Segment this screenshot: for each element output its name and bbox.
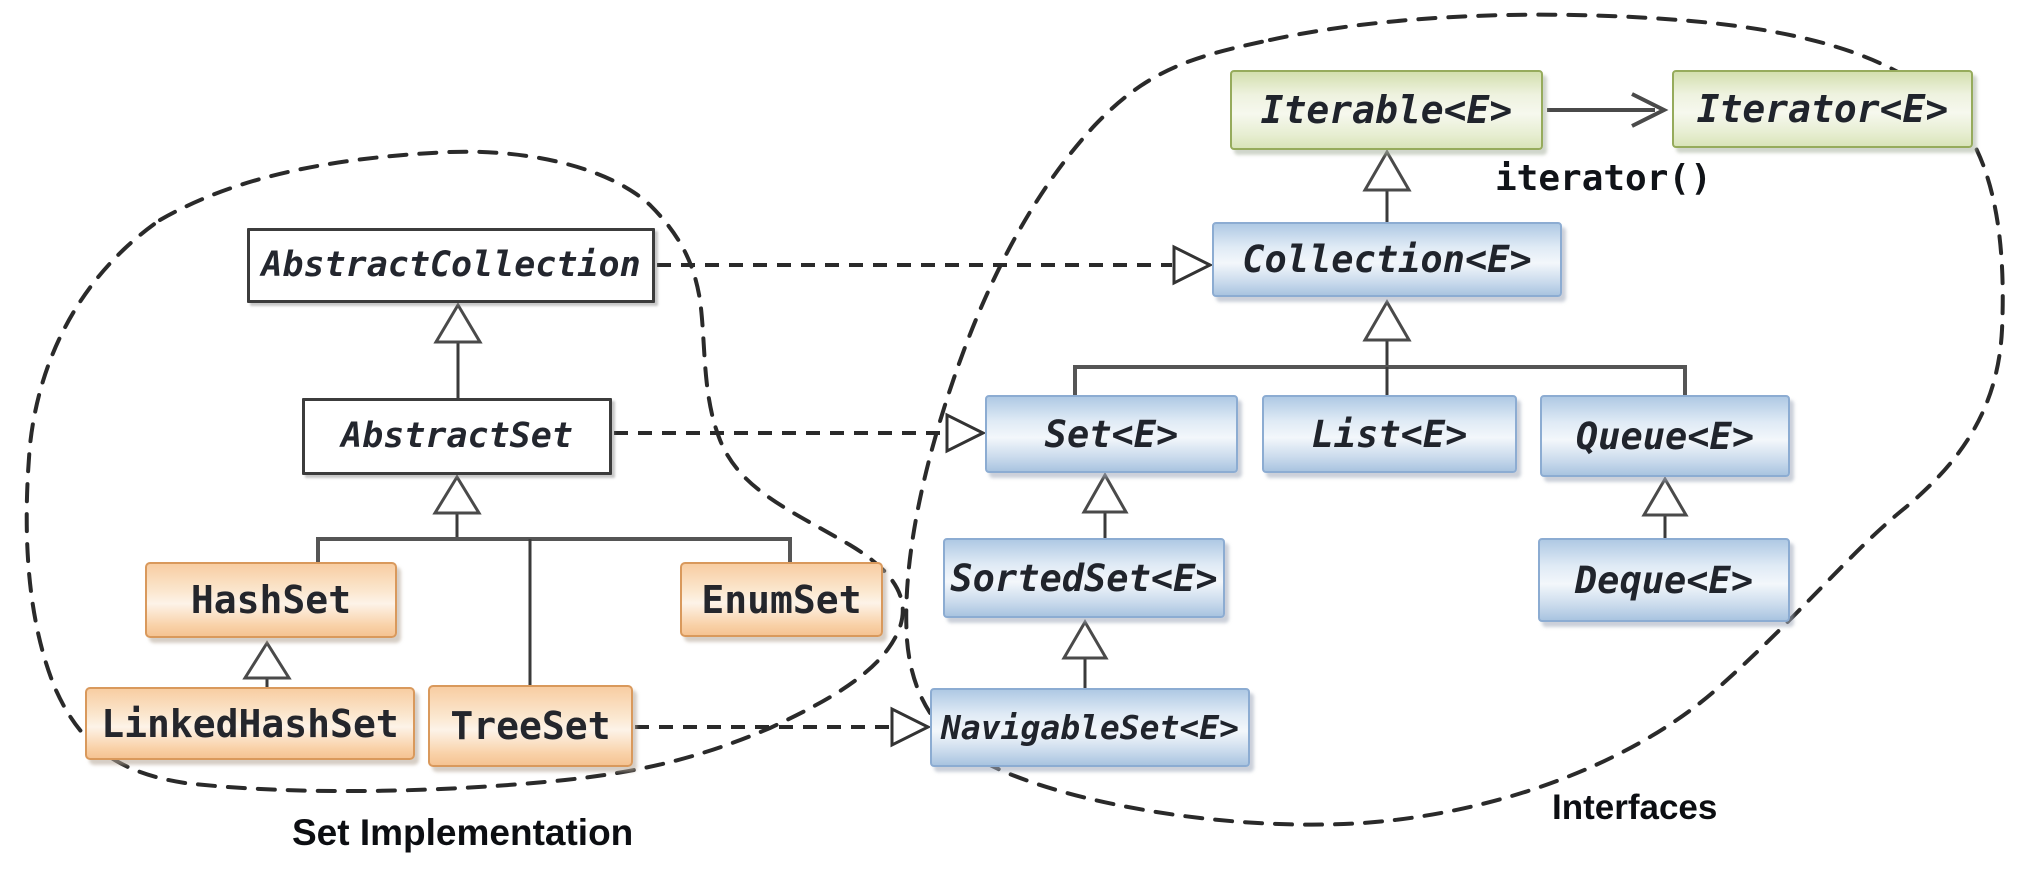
- edge-abstractcollection-collection-dashed: [657, 244, 1214, 286]
- node-abstractcollection: AbstractCollection: [247, 228, 655, 303]
- node-abstractset-label: AbstractSet: [341, 416, 573, 456]
- node-abstractset: AbstractSet: [302, 398, 612, 475]
- node-treeset-label: TreeSet: [450, 704, 611, 748]
- node-navigableset-label: NavigableSet<E>: [940, 708, 1239, 747]
- edge-navigableset-sortedset: [1061, 619, 1109, 690]
- node-queue-label: Queue<E>: [1575, 414, 1755, 458]
- node-set: Set<E>: [985, 395, 1238, 473]
- node-linkedhashset: LinkedHashSet: [85, 687, 415, 760]
- node-abstractcollection-label: AbstractCollection: [261, 245, 641, 285]
- node-list: List<E>: [1262, 395, 1517, 473]
- node-iterable: Iterable<E>: [1230, 70, 1543, 150]
- edge-treeset-navigableset-dashed: [635, 706, 932, 748]
- edge-abstractset-abstractcollection: [433, 302, 483, 400]
- edge-children-abstractset: [316, 474, 792, 687]
- node-enumset-label: EnumSet: [701, 577, 862, 622]
- node-collection: Collection<E>: [1212, 222, 1562, 297]
- node-deque-label: Deque<E>: [1574, 558, 1754, 602]
- node-treeset: TreeSet: [428, 685, 633, 767]
- node-deque: Deque<E>: [1538, 538, 1790, 622]
- cluster-outline-set-implementation: [24, 149, 905, 794]
- node-sortedset: SortedSet<E>: [943, 538, 1225, 618]
- cluster-outline-interfaces: [904, 12, 2005, 827]
- node-iterator-label: Iterator<E>: [1696, 87, 1949, 131]
- edge-children-collection: [1073, 299, 1687, 395]
- node-hashset: HashSet: [145, 562, 397, 638]
- node-enumset: EnumSet: [680, 562, 883, 637]
- node-queue: Queue<E>: [1540, 395, 1790, 477]
- node-sortedset-label: SortedSet<E>: [950, 556, 1218, 600]
- node-list-label: List<E>: [1311, 412, 1468, 456]
- node-iterator: Iterator<E>: [1672, 70, 1973, 148]
- node-linkedhashset-label: LinkedHashSet: [101, 701, 399, 746]
- node-hashset-label: HashSet: [190, 578, 352, 622]
- edge-iterable-iterator: [1547, 92, 1669, 128]
- edge-deque-queue: [1641, 476, 1689, 540]
- iterator-method-label: iterator(): [1495, 158, 1712, 199]
- cluster-label-interfaces: Interfaces: [1552, 788, 1718, 827]
- cluster-label-set-implementation: Set Implementation: [292, 812, 634, 853]
- edge-linkedhashset-hashset: [242, 640, 292, 689]
- node-iterable-label: Iterable<E>: [1260, 88, 1513, 132]
- edge-abstractset-set-dashed: [614, 412, 987, 454]
- node-navigableset: NavigableSet<E>: [930, 688, 1250, 767]
- edge-sortedset-set: [1081, 471, 1129, 540]
- edge-collection-iterable: [1362, 149, 1412, 222]
- node-set-label: Set<E>: [1044, 412, 1179, 456]
- node-collection-label: Collection<E>: [1242, 238, 1532, 281]
